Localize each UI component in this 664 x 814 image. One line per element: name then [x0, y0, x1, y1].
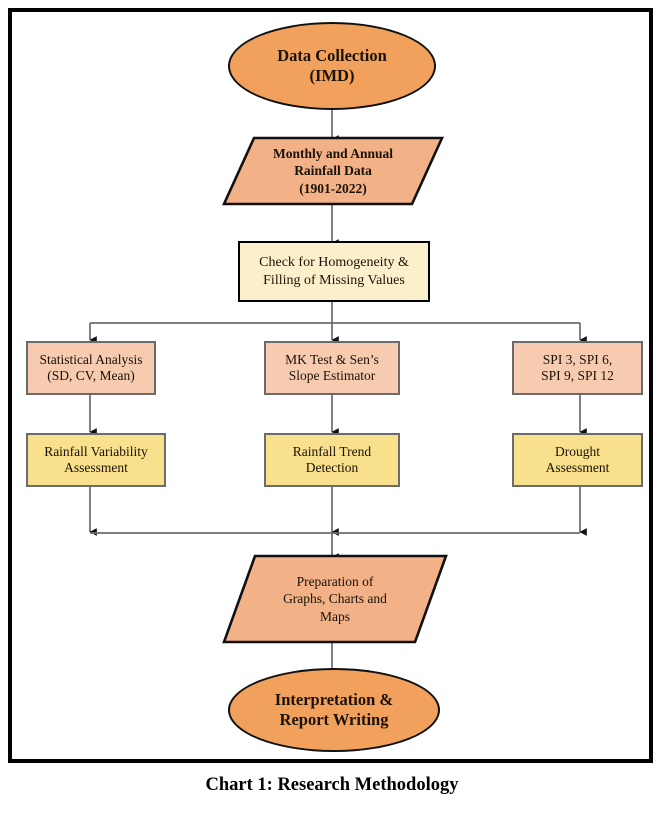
node-drought-assessment[interactable]: Drought Assessment	[512, 433, 643, 487]
node-homogeneity-check[interactable]: Check for Homogeneity & Filling of Missi…	[238, 241, 430, 302]
node-rainfall-trend[interactable]: Rainfall Trend Detection	[264, 433, 400, 487]
node-data-collection-label: Data Collection (IMD)	[277, 45, 387, 85]
node-homogeneity-check-label: Check for Homogeneity & Filling of Missi…	[259, 255, 409, 288]
node-rainfall-trend-label: Rainfall Trend Detection	[292, 443, 372, 475]
node-interpretation-report[interactable]: Interpretation & Report Writing	[228, 668, 440, 752]
node-drought-assessment-label: Drought Assessment	[545, 443, 610, 475]
node-spi-indices-label: SPI 3, SPI 6, SPI 9, SPI 12	[541, 351, 614, 383]
node-interpretation-report-label: Interpretation & Report Writing	[274, 689, 394, 729]
node-preparation-outputs-label: Preparation of Graphs, Charts and Maps	[283, 573, 387, 624]
node-statistical-analysis-label: Statistical Analysis (SD, CV, Mean)	[39, 351, 143, 383]
node-mk-test-label: MK Test & Sen’s Slope Estimator	[285, 351, 379, 383]
node-rainfall-data-label: Monthly and Annual Rainfall Data (1901-2…	[272, 145, 394, 196]
parallelogram-shape	[222, 554, 448, 644]
node-statistical-analysis[interactable]: Statistical Analysis (SD, CV, Mean)	[26, 341, 156, 395]
node-rainfall-variability-label: Rainfall Variability Assessment	[44, 443, 148, 475]
node-mk-test[interactable]: MK Test & Sen’s Slope Estimator	[264, 341, 400, 395]
parallelogram-shape	[222, 136, 444, 206]
node-data-collection[interactable]: Data Collection (IMD)	[228, 22, 436, 110]
node-spi-indices[interactable]: SPI 3, SPI 6, SPI 9, SPI 12	[512, 341, 643, 395]
chart-caption: Chart 1: Research Methodology	[205, 775, 459, 795]
node-rainfall-variability[interactable]: Rainfall Variability Assessment	[26, 433, 166, 487]
node-preparation-outputs[interactable]: Preparation of Graphs, Charts and Maps	[222, 554, 448, 644]
node-rainfall-data[interactable]: Monthly and Annual Rainfall Data (1901-2…	[222, 136, 444, 206]
